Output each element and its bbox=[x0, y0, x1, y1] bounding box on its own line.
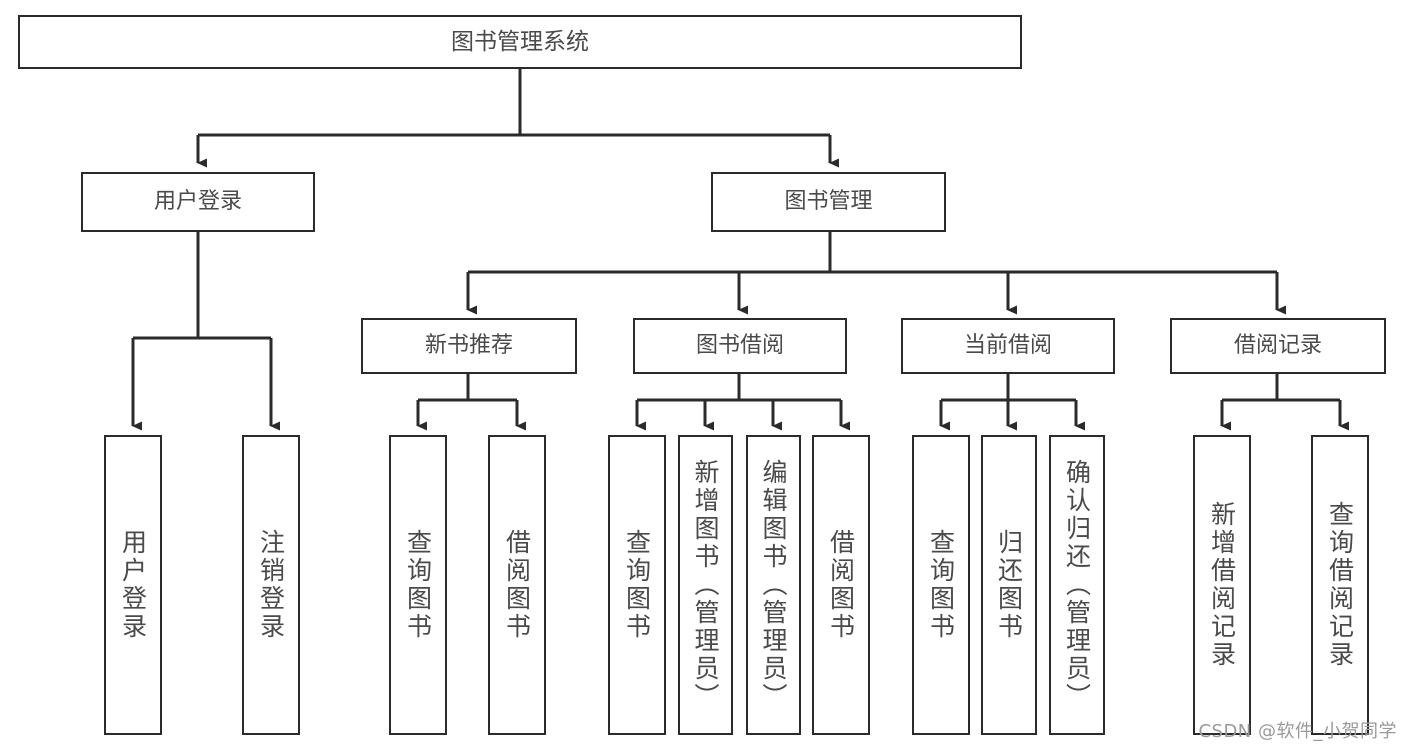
leaf-borrow-add-book-admin[interactable]: 新增图书（管理员） bbox=[678, 435, 733, 735]
node-label: 确认归还（管理员） bbox=[1062, 459, 1092, 711]
node-book-management[interactable]: 图书管理 bbox=[711, 172, 946, 232]
node-label: 用户登录 bbox=[118, 529, 148, 641]
leaf-borrow-query-book[interactable]: 查询图书 bbox=[608, 435, 666, 735]
node-label: 借阅记录 bbox=[1233, 333, 1322, 359]
node-label: 查询图书 bbox=[622, 529, 652, 641]
leaf-user-login-login[interactable]: 用户登录 bbox=[104, 435, 162, 735]
node-label: 查询借阅记录 bbox=[1325, 501, 1355, 669]
node-label: 图书借阅 bbox=[695, 333, 784, 359]
leaf-record-add-borrow-record[interactable]: 新增借阅记录 bbox=[1193, 435, 1251, 735]
leaf-new-book-query[interactable]: 查询图书 bbox=[389, 435, 447, 735]
leaf-new-book-borrow[interactable]: 借阅图书 bbox=[488, 435, 546, 735]
node-label: 图书管理 bbox=[784, 189, 873, 215]
leaf-current-confirm-return-admin[interactable]: 确认归还（管理员） bbox=[1049, 435, 1105, 735]
node-label: 当前借阅 bbox=[963, 333, 1052, 359]
node-label: 新书推荐 bbox=[424, 333, 513, 359]
node-borrow-record[interactable]: 借阅记录 bbox=[1170, 318, 1386, 374]
leaf-borrow-edit-book-admin[interactable]: 编辑图书（管理员） bbox=[746, 435, 801, 735]
leaf-user-login-logout[interactable]: 注销登录 bbox=[242, 435, 300, 735]
node-label: 新增借阅记录 bbox=[1207, 501, 1237, 669]
node-label: 注销登录 bbox=[256, 529, 286, 641]
leaf-current-return-book[interactable]: 归还图书 bbox=[981, 435, 1037, 735]
node-current-borrow[interactable]: 当前借阅 bbox=[901, 318, 1115, 374]
node-label: 编辑图书（管理员） bbox=[759, 459, 788, 711]
node-label: 查询图书 bbox=[403, 529, 433, 641]
node-user-login[interactable]: 用户登录 bbox=[81, 172, 315, 232]
node-label: 归还图书 bbox=[994, 529, 1024, 641]
node-book-borrow[interactable]: 图书借阅 bbox=[633, 318, 847, 374]
node-root-library-system[interactable]: 图书管理系统 bbox=[18, 15, 1022, 69]
node-label: 新增图书（管理员） bbox=[691, 459, 720, 711]
node-label: 借阅图书 bbox=[502, 529, 532, 641]
leaf-current-query-book[interactable]: 查询图书 bbox=[912, 435, 970, 735]
node-new-book-recommend[interactable]: 新书推荐 bbox=[361, 318, 577, 374]
node-label: 用户登录 bbox=[153, 189, 242, 215]
node-label: 查询图书 bbox=[926, 529, 956, 641]
leaf-record-query-borrow-record[interactable]: 查询借阅记录 bbox=[1311, 435, 1369, 735]
leaf-borrow-borrow-book[interactable]: 借阅图书 bbox=[812, 435, 870, 735]
node-label: 借阅图书 bbox=[826, 529, 856, 641]
node-label: 图书管理系统 bbox=[451, 28, 589, 55]
